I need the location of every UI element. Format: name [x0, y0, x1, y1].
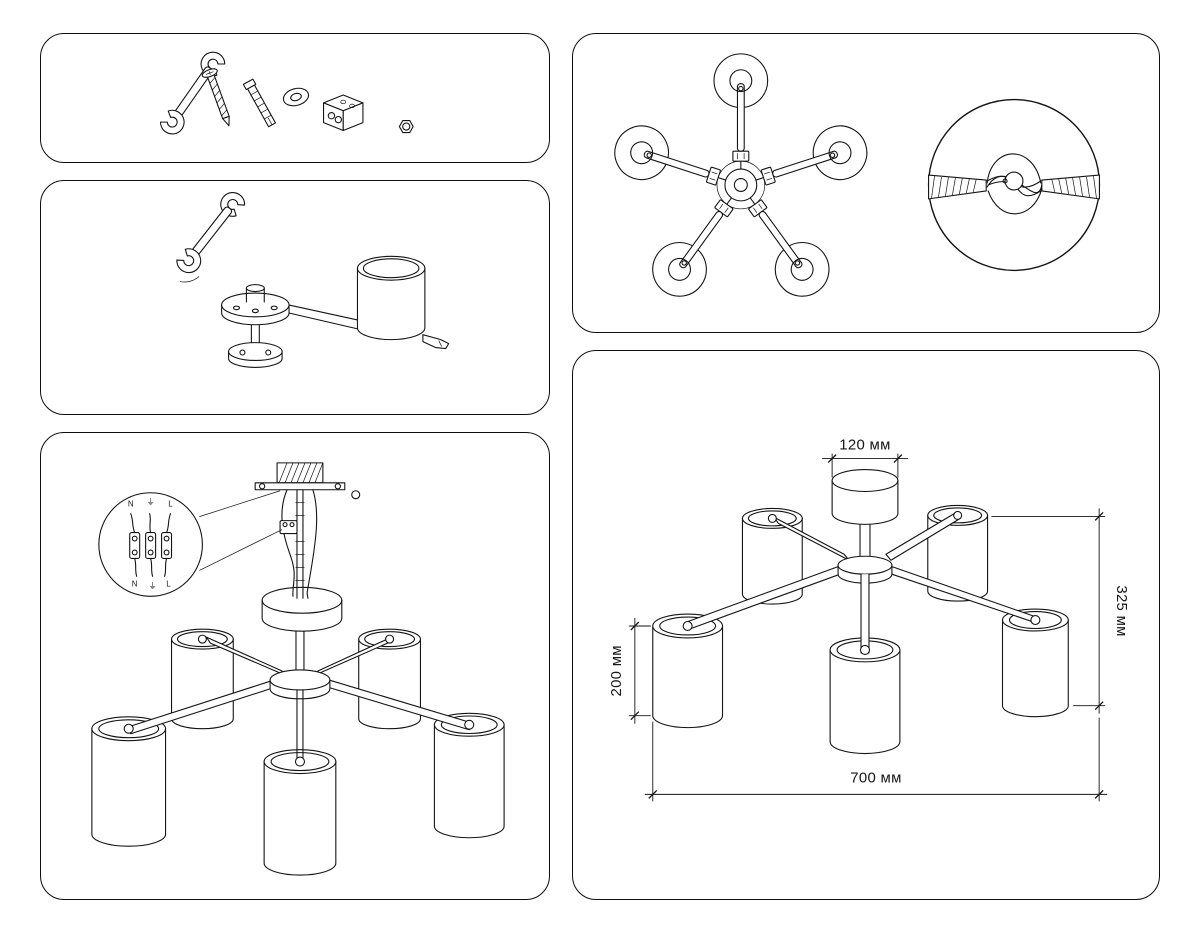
terminal-label-l-top: L: [168, 500, 173, 509]
hardware-drawing: [159, 51, 414, 135]
terminal-label-n-bottom: N: [132, 579, 138, 588]
mounting-arm: [283, 303, 362, 331]
chandelier-front-shade: [263, 689, 337, 876]
panel-bracket-assembly: [40, 180, 550, 415]
hub-center-hole: [733, 177, 748, 192]
terminal-connector: [279, 520, 298, 535]
back-arms: [767, 510, 963, 561]
leader-line: [199, 529, 283, 571]
top-view-drawing: [614, 53, 1101, 297]
panel-top-view: [572, 33, 1160, 333]
terminal-block-illustration: [323, 94, 364, 132]
mounting-plate: [221, 284, 290, 368]
screw-illustration: [201, 68, 230, 127]
panel-dimensions: 120 мм: [572, 350, 1160, 900]
nut-illustration: [398, 120, 414, 134]
canopy-cup: [261, 586, 343, 632]
dim-label-fixture-width: 700 мм: [850, 769, 901, 786]
shade-cylinder: [356, 255, 426, 341]
washer-illustration: [282, 87, 310, 107]
chandelier-side-shades: [91, 712, 505, 847]
dim-fixture-height: 325 мм: [991, 508, 1130, 714]
wiring-detail-circle: N ⏚ L N ⏚ L: [98, 492, 203, 597]
terminal-label-ground-bottom: ⏚: [149, 581, 157, 590]
dim-shade-height: 200 мм: [608, 618, 651, 724]
dimensions-drawing: 120 мм: [608, 437, 1130, 802]
front-shade: [829, 573, 901, 755]
terminal-label-l-bottom: L: [166, 579, 171, 588]
supply-wires: [281, 489, 318, 599]
arm-group-1: [713, 53, 769, 170]
dim-label-shade-height: 200 мм: [608, 645, 625, 696]
arm-group-5: [614, 125, 727, 186]
chandelier-stem-hub: [269, 623, 331, 700]
arm-group-3: [748, 197, 830, 297]
terminal-3: [161, 513, 173, 577]
mounting-bracket: [254, 482, 361, 500]
terminal-label-ground-top: ⏚: [147, 498, 155, 507]
arm-fork-tip: [422, 334, 450, 350]
hub: [837, 555, 893, 584]
arm-group-2: [755, 125, 868, 186]
wall-anchor-illustration: [242, 78, 277, 128]
canopy: [831, 469, 899, 561]
wrench-illustration: [176, 192, 246, 283]
wiring-installation-drawing: N ⏚ L N ⏚ L: [91, 462, 505, 876]
ceiling-hatch: [276, 462, 324, 484]
panel-wiring-installation: N ⏚ L N ⏚ L: [40, 432, 550, 900]
back-shades: [741, 504, 989, 605]
dim-fixture-width: 700 мм: [644, 717, 1108, 802]
leader-line: [199, 490, 281, 517]
dim-label-canopy-width: 120 мм: [839, 437, 890, 454]
panel-hardware: [40, 33, 550, 163]
threaded-rod: [295, 489, 305, 599]
bracket-assembly-drawing: [176, 192, 450, 368]
hub-wiring-detail-circle: [927, 98, 1101, 272]
dim-label-fixture-height: 325 мм: [1113, 585, 1130, 636]
terminal-label-n-top: N: [128, 500, 134, 509]
dim-canopy-width: 120 мм: [822, 437, 908, 478]
arm-group-4: [652, 197, 734, 297]
terminal-2: [145, 513, 157, 577]
terminal-1: [129, 513, 141, 577]
